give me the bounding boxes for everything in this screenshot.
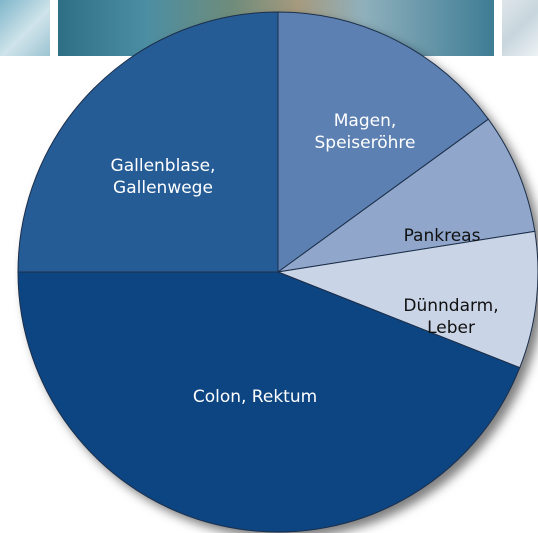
pie-slice [277,118,536,273]
header-photo-left [0,0,50,56]
pie-slice [17,11,279,273]
pie-slice [276,230,538,369]
pie-slice-label: Gallenblase,Gallenwege [111,156,216,198]
pie-slices [17,11,538,533]
pie-slice [277,11,490,273]
pie-slice-label: Magen,Speiseröhre [315,111,416,153]
pie-slice-label: Dünndarm,Leber [403,296,498,338]
header-photo-right [502,0,538,56]
pie-slice-label: Colon, Rektum [193,387,317,407]
pie-labels: Magen,SpeiseröhrePankreasDünndarm,LeberC… [111,111,499,407]
pie-slice [17,271,521,533]
pie-slice-label: Pankreas [404,226,481,246]
